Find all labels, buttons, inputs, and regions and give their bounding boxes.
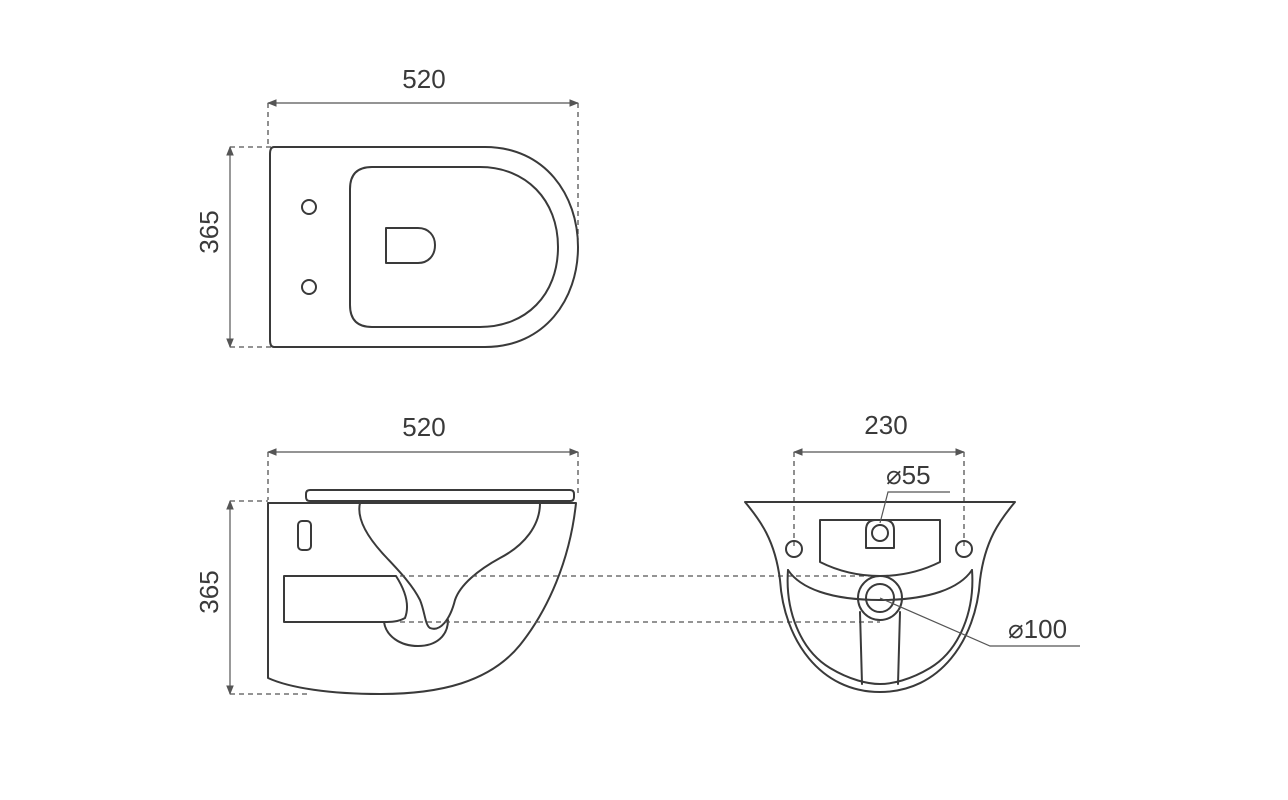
rear-view-inner-rim <box>787 569 973 601</box>
top-width-label: 520 <box>402 64 445 94</box>
rear-outlet-leader <box>879 597 1080 647</box>
top-fixing-hole-lower <box>301 279 317 295</box>
rear-view-body-outline <box>744 501 1016 693</box>
top-fixing-hole-upper <box>301 199 317 215</box>
side-view-seat <box>305 489 575 502</box>
top-view: 520 365 <box>194 64 579 348</box>
rear-view-pipe-right <box>897 611 901 685</box>
side-view-bowl-interior <box>358 502 541 630</box>
rear-view-outlet-inner <box>865 583 895 613</box>
top-view-outline <box>269 146 579 348</box>
rear-fixing-hole-left <box>785 540 803 558</box>
rear-outlet-label: ⌀100 <box>1008 614 1067 644</box>
top-view-outlet <box>385 227 436 264</box>
rear-view-inlet-hole <box>871 524 889 542</box>
rear-inlet-label: ⌀55 <box>886 460 931 490</box>
top-view-bowl <box>349 166 559 328</box>
rear-view-outlet-outer <box>857 575 903 621</box>
rear-view-inner-bowl <box>786 569 974 685</box>
side-view-trap-bend <box>383 619 449 647</box>
side-view-trap <box>283 575 408 623</box>
side-height-label: 365 <box>194 570 224 613</box>
side-view: 520 365 <box>194 412 880 695</box>
rear-view-pipe-left <box>859 611 863 685</box>
rear-view-inlet-boss <box>865 519 895 549</box>
side-view-inlet-slot <box>297 520 312 551</box>
rear-inlet-leader <box>879 491 950 524</box>
side-view-body-outline <box>267 502 577 695</box>
rear-fixing-hole-right <box>955 540 973 558</box>
rear-view: 230 ⌀55 ⌀100 <box>744 410 1080 693</box>
side-width-label: 520 <box>402 412 445 442</box>
rear-spacing-label: 230 <box>864 410 907 440</box>
top-depth-label: 365 <box>194 210 224 253</box>
